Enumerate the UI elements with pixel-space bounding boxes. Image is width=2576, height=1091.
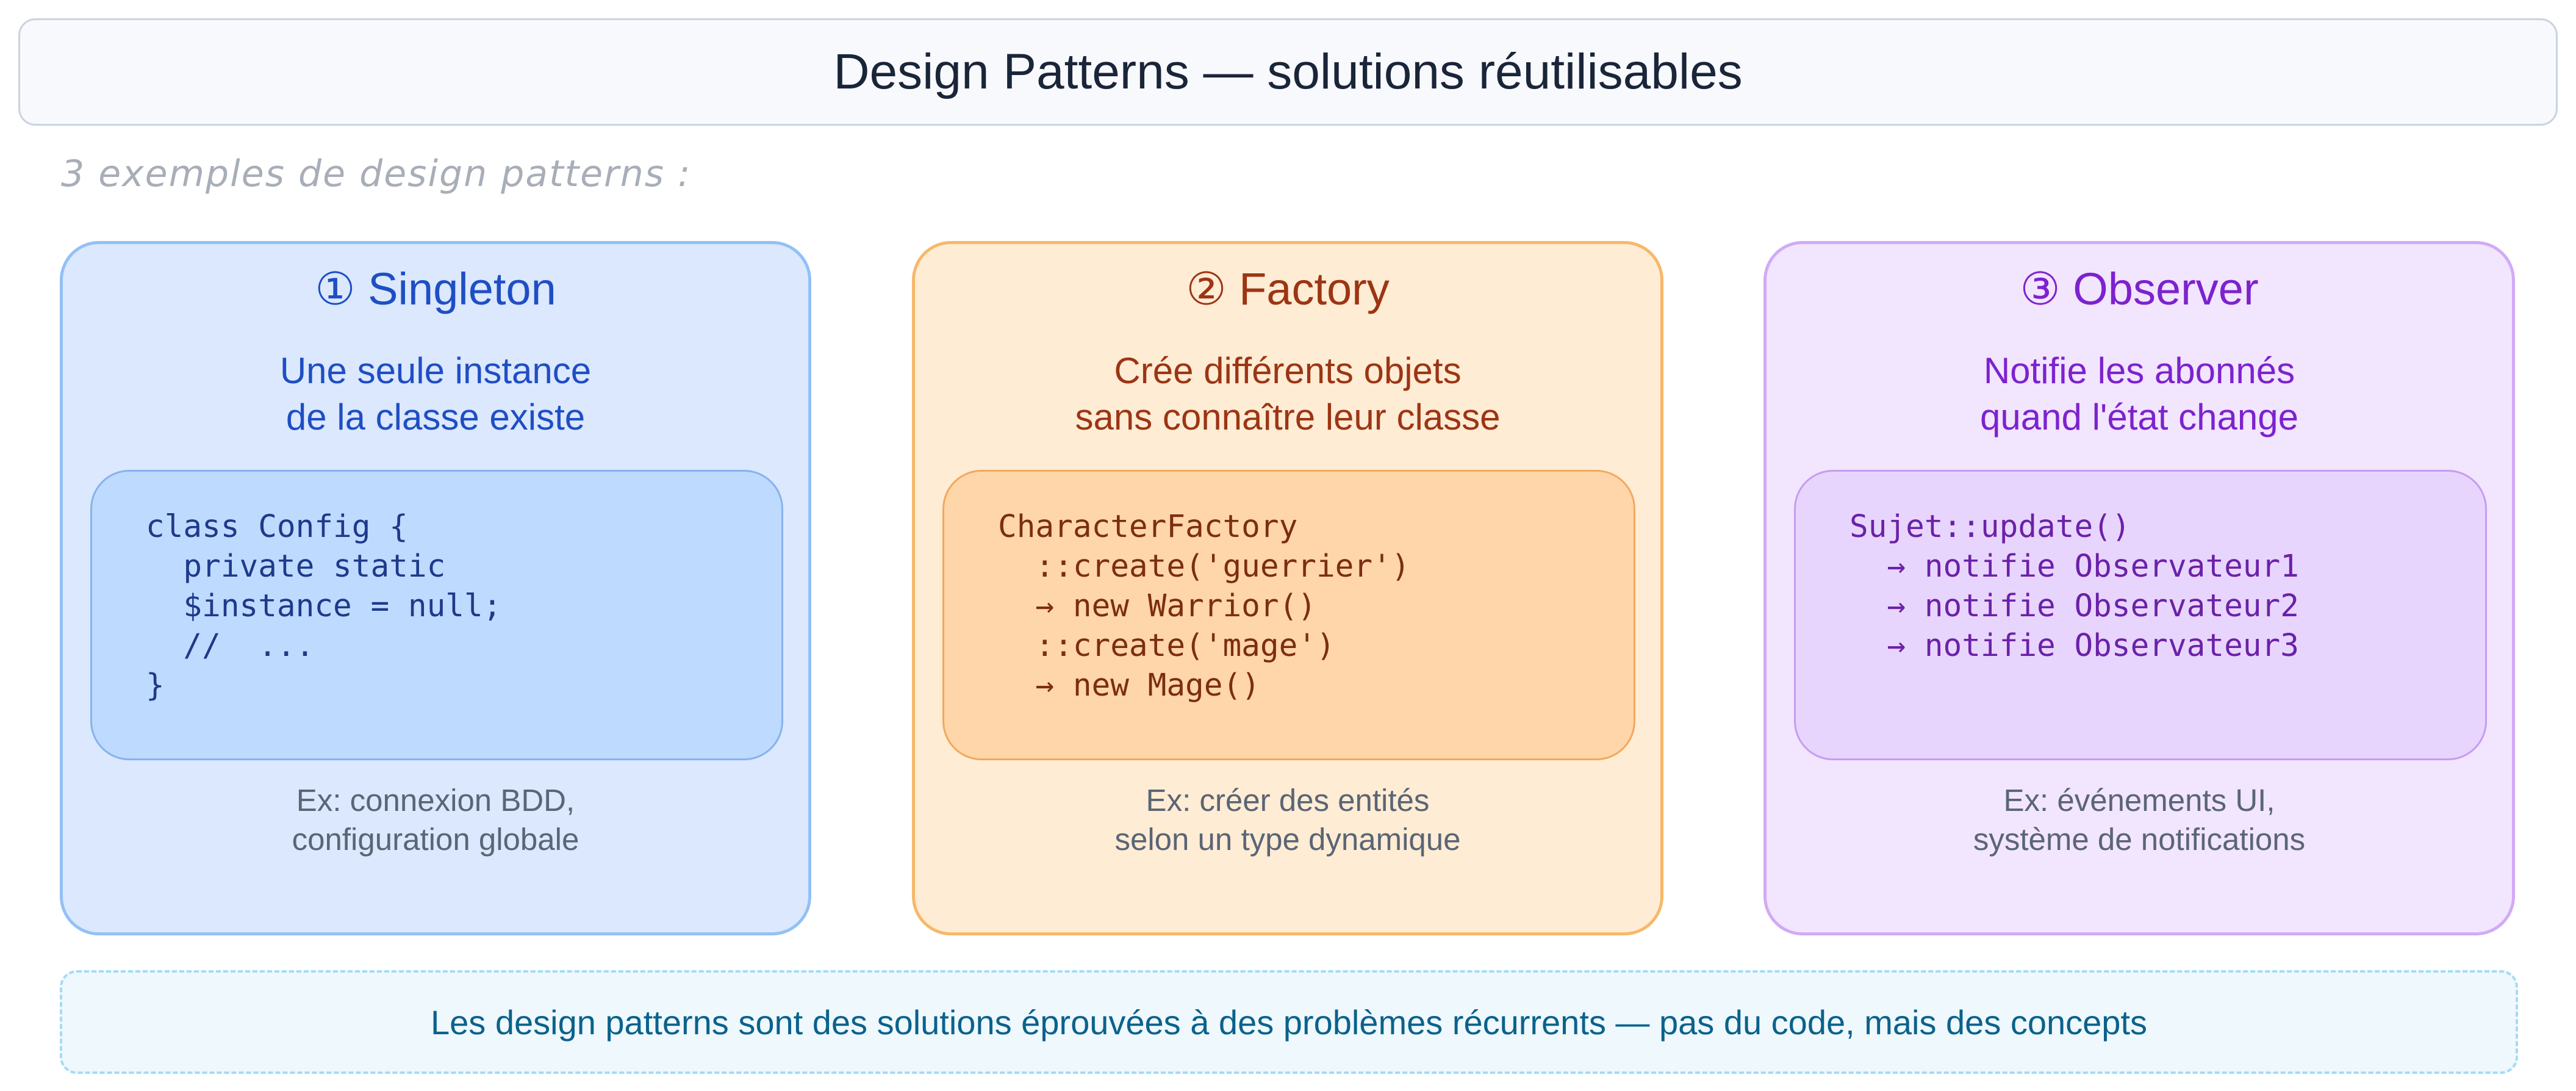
- code-line: // ...: [146, 628, 315, 664]
- code-line: ::create('mage'): [998, 628, 1335, 664]
- singleton-card: ① Singleton Une seule instance de la cla…: [60, 241, 811, 935]
- code-line: private static: [146, 549, 446, 585]
- factory-description: Crée différents objets sans connaître le…: [915, 348, 1660, 441]
- code-line: → new Mage(): [998, 668, 1260, 704]
- observer-example: Ex: événements UI, système de notificati…: [1767, 781, 2512, 859]
- description-line: Une seule instance: [279, 350, 592, 391]
- summary-banner: Les design patterns sont des solutions é…: [60, 970, 2518, 1074]
- singleton-example: Ex: connexion BDD, configuration globale: [63, 781, 808, 859]
- page-title: Design Patterns — solutions réutilisable…: [833, 44, 1743, 99]
- code-line: Sujet::update(): [1849, 509, 2131, 545]
- code-line: → notifie Observateur1: [1849, 549, 2299, 585]
- singleton-title: ① Singleton: [315, 264, 556, 314]
- code-line: class Config {: [146, 509, 408, 545]
- factory-code-block: CharacterFactory ::create('guerrier') → …: [942, 470, 1635, 760]
- observer-description: Notifie les abonnés quand l'état change: [1767, 348, 2512, 441]
- factory-card: ② Factory Crée différents objets sans co…: [912, 241, 1663, 935]
- observer-title: ③ Observer: [2020, 264, 2259, 314]
- singleton-code-block: class Config { private static $instance …: [90, 470, 783, 760]
- summary-text: Les design patterns sont des solutions é…: [430, 1003, 2148, 1042]
- description-line: sans connaître leur classe: [1075, 397, 1501, 437]
- code-line: $instance = null;: [146, 588, 502, 624]
- code-line: ::create('guerrier'): [998, 549, 1410, 585]
- observer-code-block: Sujet::update() → notifie Observateur1 →…: [1794, 470, 2487, 760]
- factory-example: Ex: créer des entités selon un type dyna…: [915, 781, 1660, 859]
- title-banner: Design Patterns — solutions réutilisable…: [18, 18, 2558, 126]
- description-line: de la classe existe: [285, 397, 586, 437]
- example-line: Ex: événements UI,: [2003, 783, 2275, 818]
- example-line: système de notifications: [1973, 822, 2306, 857]
- code-line: }: [146, 668, 165, 704]
- code-line: → new Warrior(): [998, 588, 1316, 624]
- example-line: configuration globale: [292, 822, 579, 857]
- example-line: Ex: connexion BDD,: [296, 783, 575, 818]
- example-line: Ex: créer des entités: [1146, 783, 1430, 818]
- intro-caption: 3 exemples de design patterns :: [61, 153, 692, 195]
- code-line: → notifie Observateur3: [1849, 628, 2299, 664]
- code-line: CharacterFactory: [998, 509, 1298, 545]
- description-line: Notifie les abonnés: [1983, 350, 2295, 391]
- code-line: → notifie Observateur2: [1849, 588, 2299, 624]
- singleton-description: Une seule instance de la classe existe: [63, 348, 808, 441]
- description-line: quand l'état change: [1980, 397, 2298, 437]
- observer-card: ③ Observer Notifie les abonnés quand l'é…: [1763, 241, 2515, 935]
- description-line: Crée différents objets: [1114, 350, 1462, 391]
- factory-title: ② Factory: [1186, 264, 1390, 314]
- example-line: selon un type dynamique: [1114, 822, 1461, 857]
